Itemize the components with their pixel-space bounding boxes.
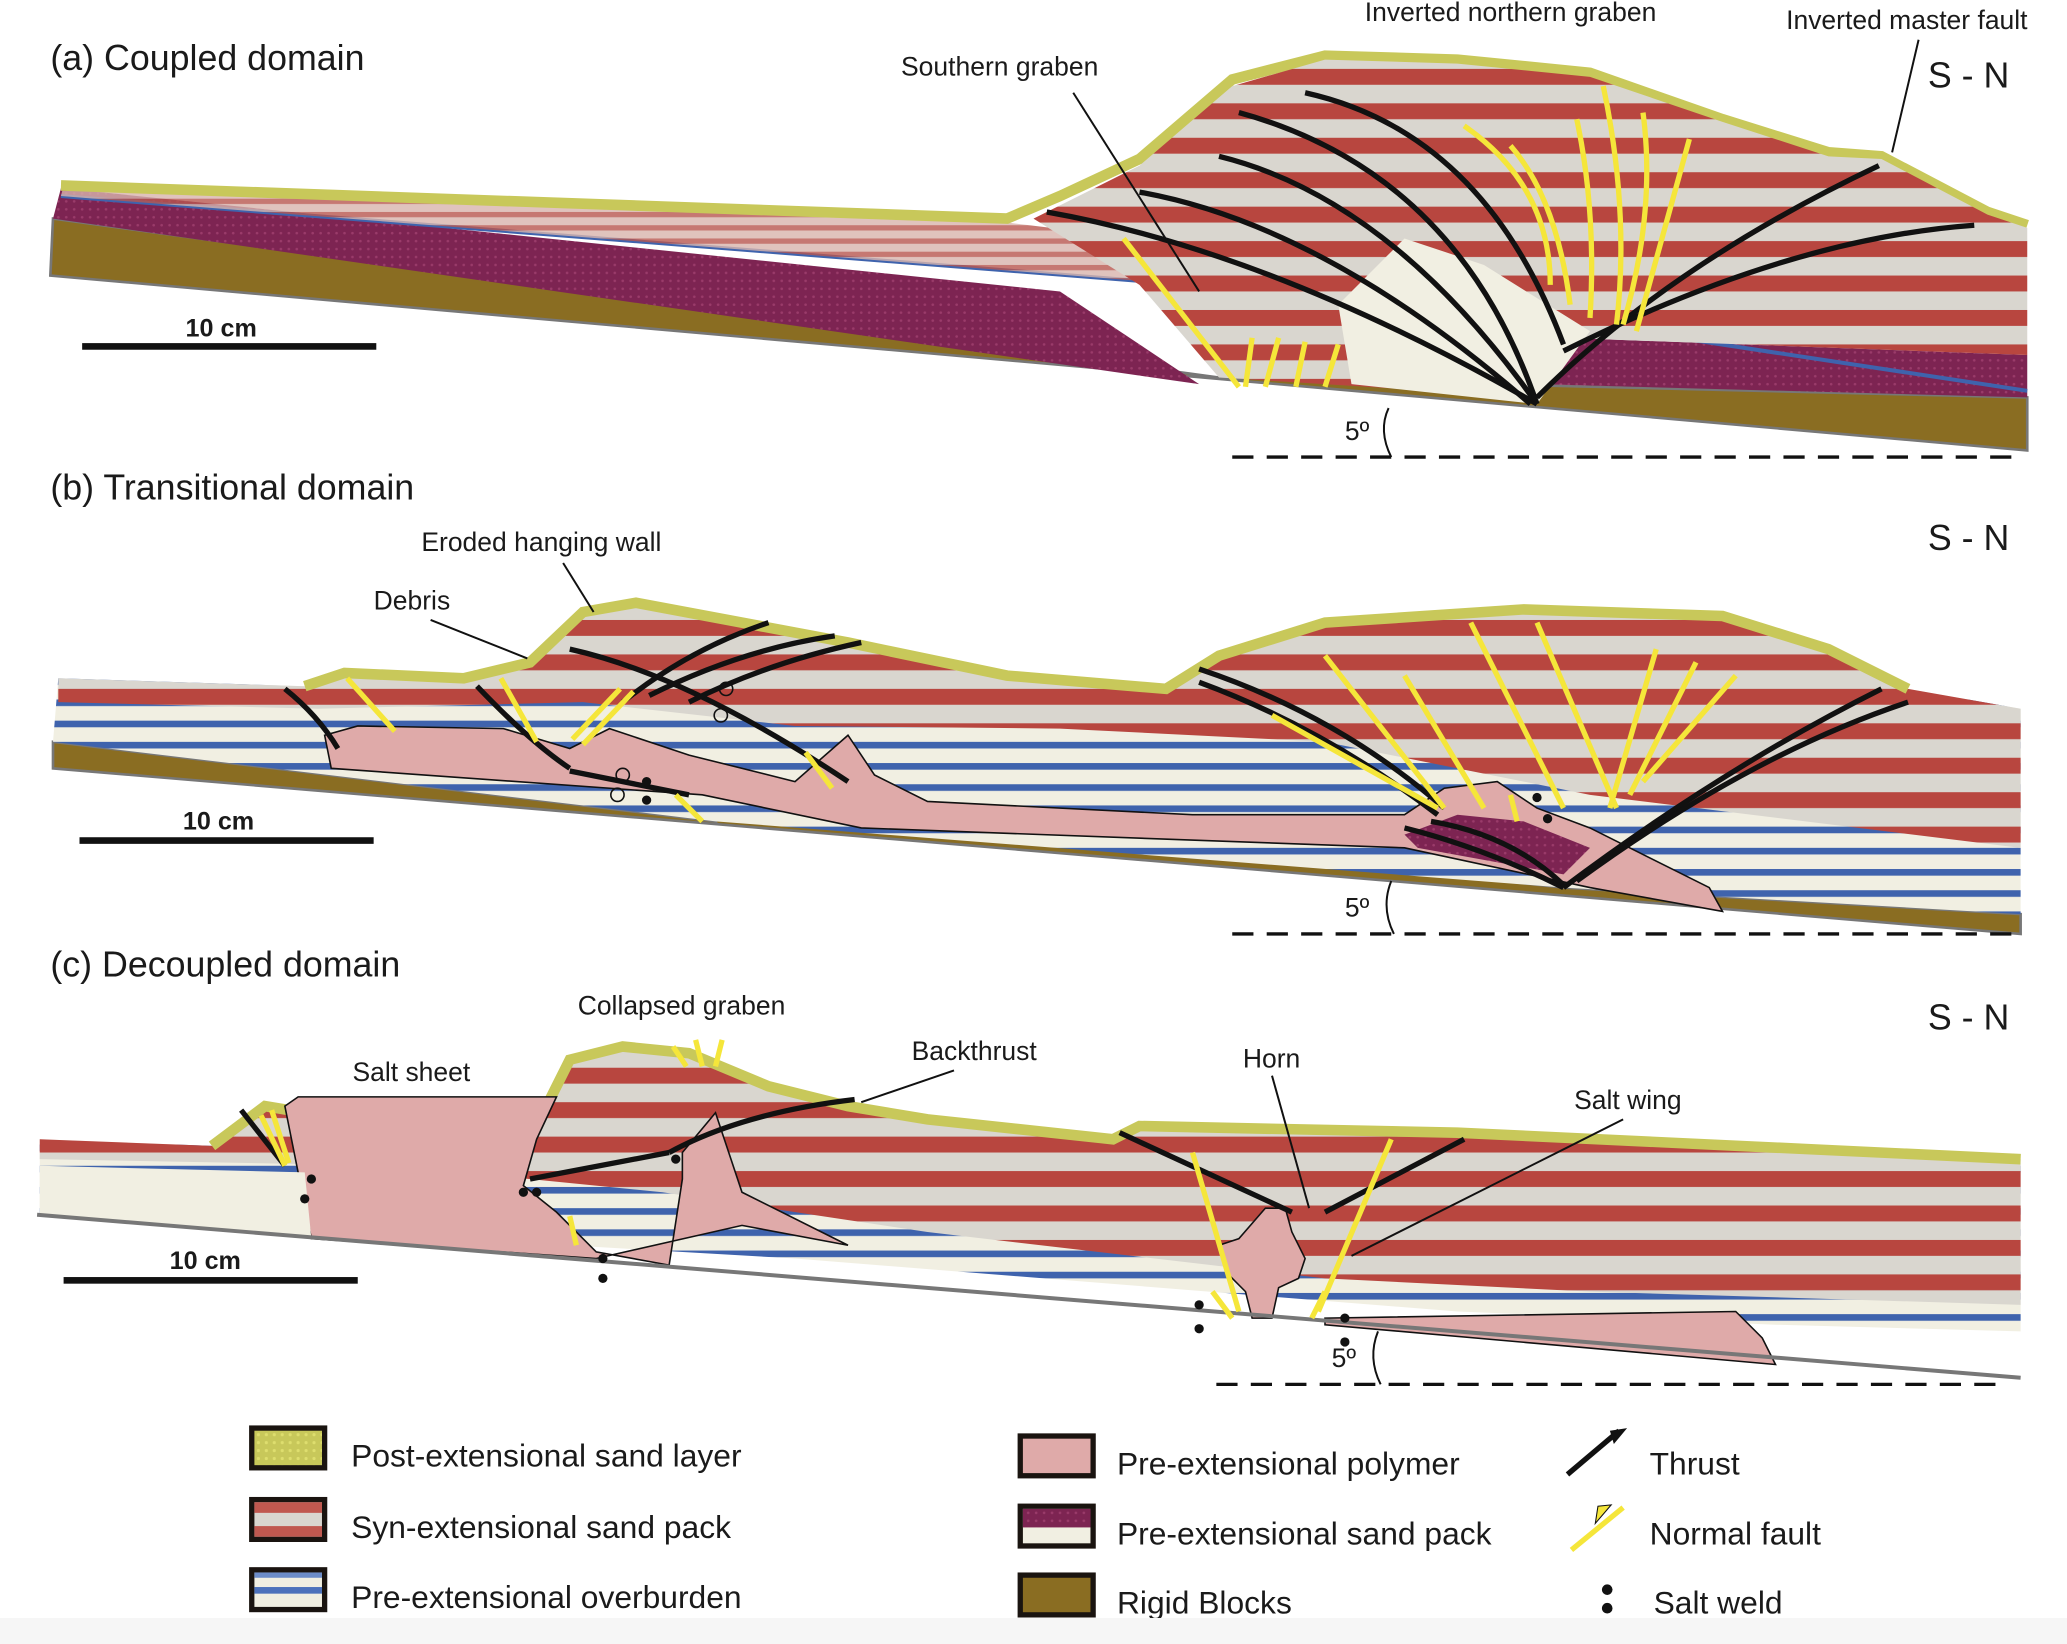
svg-text:Rigid Blocks: Rigid Blocks (1117, 1585, 1292, 1621)
annotation-salt-wing: Salt wing (1574, 1085, 1681, 1115)
pre-extensional-sand-wedge (1338, 238, 1590, 405)
thrust-icon (1565, 1428, 1621, 1477)
salt-wing-pointer (1351, 1118, 1624, 1257)
legend-item-thrust: Thrust (1565, 1428, 1740, 1481)
dip-arc-b (1385, 880, 1395, 935)
orientation-label-c: S - N (1928, 997, 2009, 1037)
salt-sheet-c (283, 1096, 849, 1267)
panel-a: (a) Coupled domain S - N (48, 0, 2029, 459)
legend-item-pre-extensional-overburden: Pre-extensional overburden (249, 1567, 742, 1615)
svg-text:Post-extensional sand layer: Post-extensional sand layer (351, 1437, 742, 1473)
horn-pointer (1271, 1075, 1311, 1209)
annotation-eroded-hanging-wall: Eroded hanging wall (421, 527, 661, 557)
southern-graben-pointer (1072, 92, 1200, 292)
legend: Post-extensional sand layer Syn-extensio… (249, 1425, 1822, 1621)
svg-text:Thrust: Thrust (1650, 1445, 1740, 1481)
annotation-salt-sheet: Salt sheet (352, 1057, 470, 1087)
dip-angle-c: 5º (1332, 1343, 1357, 1373)
legend-item-salt-weld: Salt weld (1601, 1584, 1783, 1621)
orientation-label-b: S - N (1928, 518, 2009, 558)
dip-arc-a (1382, 407, 1393, 458)
legend-item-pre-extensional-sand: Pre-extensional sand pack (1017, 1503, 1492, 1552)
svg-text:Pre-extensional overburden: Pre-extensional overburden (351, 1579, 741, 1615)
master-fault-pointer (1891, 39, 1920, 153)
thrust-faults (1046, 90, 1975, 407)
annotation-backthrust: Backthrust (912, 1036, 1038, 1066)
annotation-horn: Horn (1243, 1044, 1300, 1074)
normal-faults (1121, 85, 1692, 389)
dip-angle-a: 5º (1345, 416, 1370, 446)
inverted-graben-body (1033, 59, 2028, 398)
svg-text:Salt weld: Salt weld (1654, 1585, 1783, 1621)
scale-bar-a (82, 343, 377, 350)
salt-weld-markers-b (641, 776, 1553, 824)
salt-weld-icon-dot (1601, 1602, 1613, 1614)
annotation-debris: Debris (374, 585, 451, 615)
orientation-label: S - N (1928, 55, 2009, 95)
normal-faults-c (258, 1039, 1394, 1320)
panel-c-title: (c) Decoupled domain (50, 944, 400, 984)
debris-pointer (430, 619, 528, 660)
panel-c: (c) Decoupled domain S - N (36, 944, 2021, 1387)
svg-text:Pre-extensional sand pack: Pre-extensional sand pack (1117, 1516, 1492, 1552)
svg-text:Normal fault: Normal fault (1650, 1516, 1822, 1552)
backthrust-pointer (860, 1069, 955, 1104)
salt-weld-icon (1601, 1584, 1613, 1595)
annotation-inverted-northern-graben: Inverted northern graben (1365, 0, 1657, 27)
pre-extensional-sand-layer-right (1537, 337, 2028, 398)
syn-extensional-sand-left (60, 185, 1140, 281)
svg-text:Pre-extensional polymer: Pre-extensional polymer (1117, 1445, 1460, 1481)
thrust-arrow-icon (1609, 1428, 1628, 1444)
scale-bar-label-c: 10 cm (170, 1247, 241, 1275)
legend-item-normal-fault: Normal fault (1569, 1504, 1822, 1552)
bottom-strip (0, 1618, 2067, 1644)
legend-item-pre-extensional-polymer: Pre-extensional polymer (1017, 1433, 1460, 1481)
scale-bar-label-b: 10 cm (183, 807, 254, 835)
scale-bar-label-a: 10 cm (185, 314, 256, 342)
pre-extensional-sand-b (1404, 814, 1590, 875)
dip-arc-c (1372, 1330, 1382, 1385)
eroded-hanging-wall-pointer (562, 562, 595, 613)
dip-angle-b: 5º (1345, 893, 1370, 923)
scale-bar-c (63, 1277, 358, 1284)
out-of-plane-symbols-b (610, 681, 734, 803)
base-line-c (36, 1212, 2021, 1380)
salt-weld-markers-c (300, 1154, 1350, 1347)
legend-item-syn-extensional-sand: Syn-extensional sand pack (249, 1496, 731, 1545)
panel-a-title: (a) Coupled domain (50, 38, 364, 78)
normal-fault-icon (1569, 1505, 1625, 1552)
panel-b: (b) Transitional domain S - N (50, 467, 2022, 936)
annotation-inverted-master-fault: Inverted master fault (1786, 5, 2028, 35)
normal-faults-b (345, 621, 1738, 824)
post-extensional-sand-cap (60, 50, 2029, 231)
syn-extensional-body-b (58, 602, 2021, 848)
legend-item-post-extensional-sand: Post-extensional sand layer (249, 1425, 742, 1473)
panel-b-title: (b) Transitional domain (50, 467, 414, 507)
scale-bar-b (79, 837, 374, 844)
annotation-collapsed-graben: Collapsed graben (578, 991, 786, 1021)
syn-extensional-body-c (39, 1046, 2021, 1305)
normal-fault-arrow-icon (1594, 1504, 1613, 1526)
pre-extensional-sand-layer (53, 188, 1200, 385)
thrust-faults-c (239, 1096, 1466, 1215)
legend-item-rigid-blocks: Rigid Blocks (1017, 1572, 1292, 1621)
svg-text:Syn-extensional sand pack: Syn-extensional sand pack (351, 1509, 731, 1545)
post-extensional-cap-b (303, 597, 1911, 695)
annotation-southern-graben: Southern graben (901, 52, 1098, 82)
